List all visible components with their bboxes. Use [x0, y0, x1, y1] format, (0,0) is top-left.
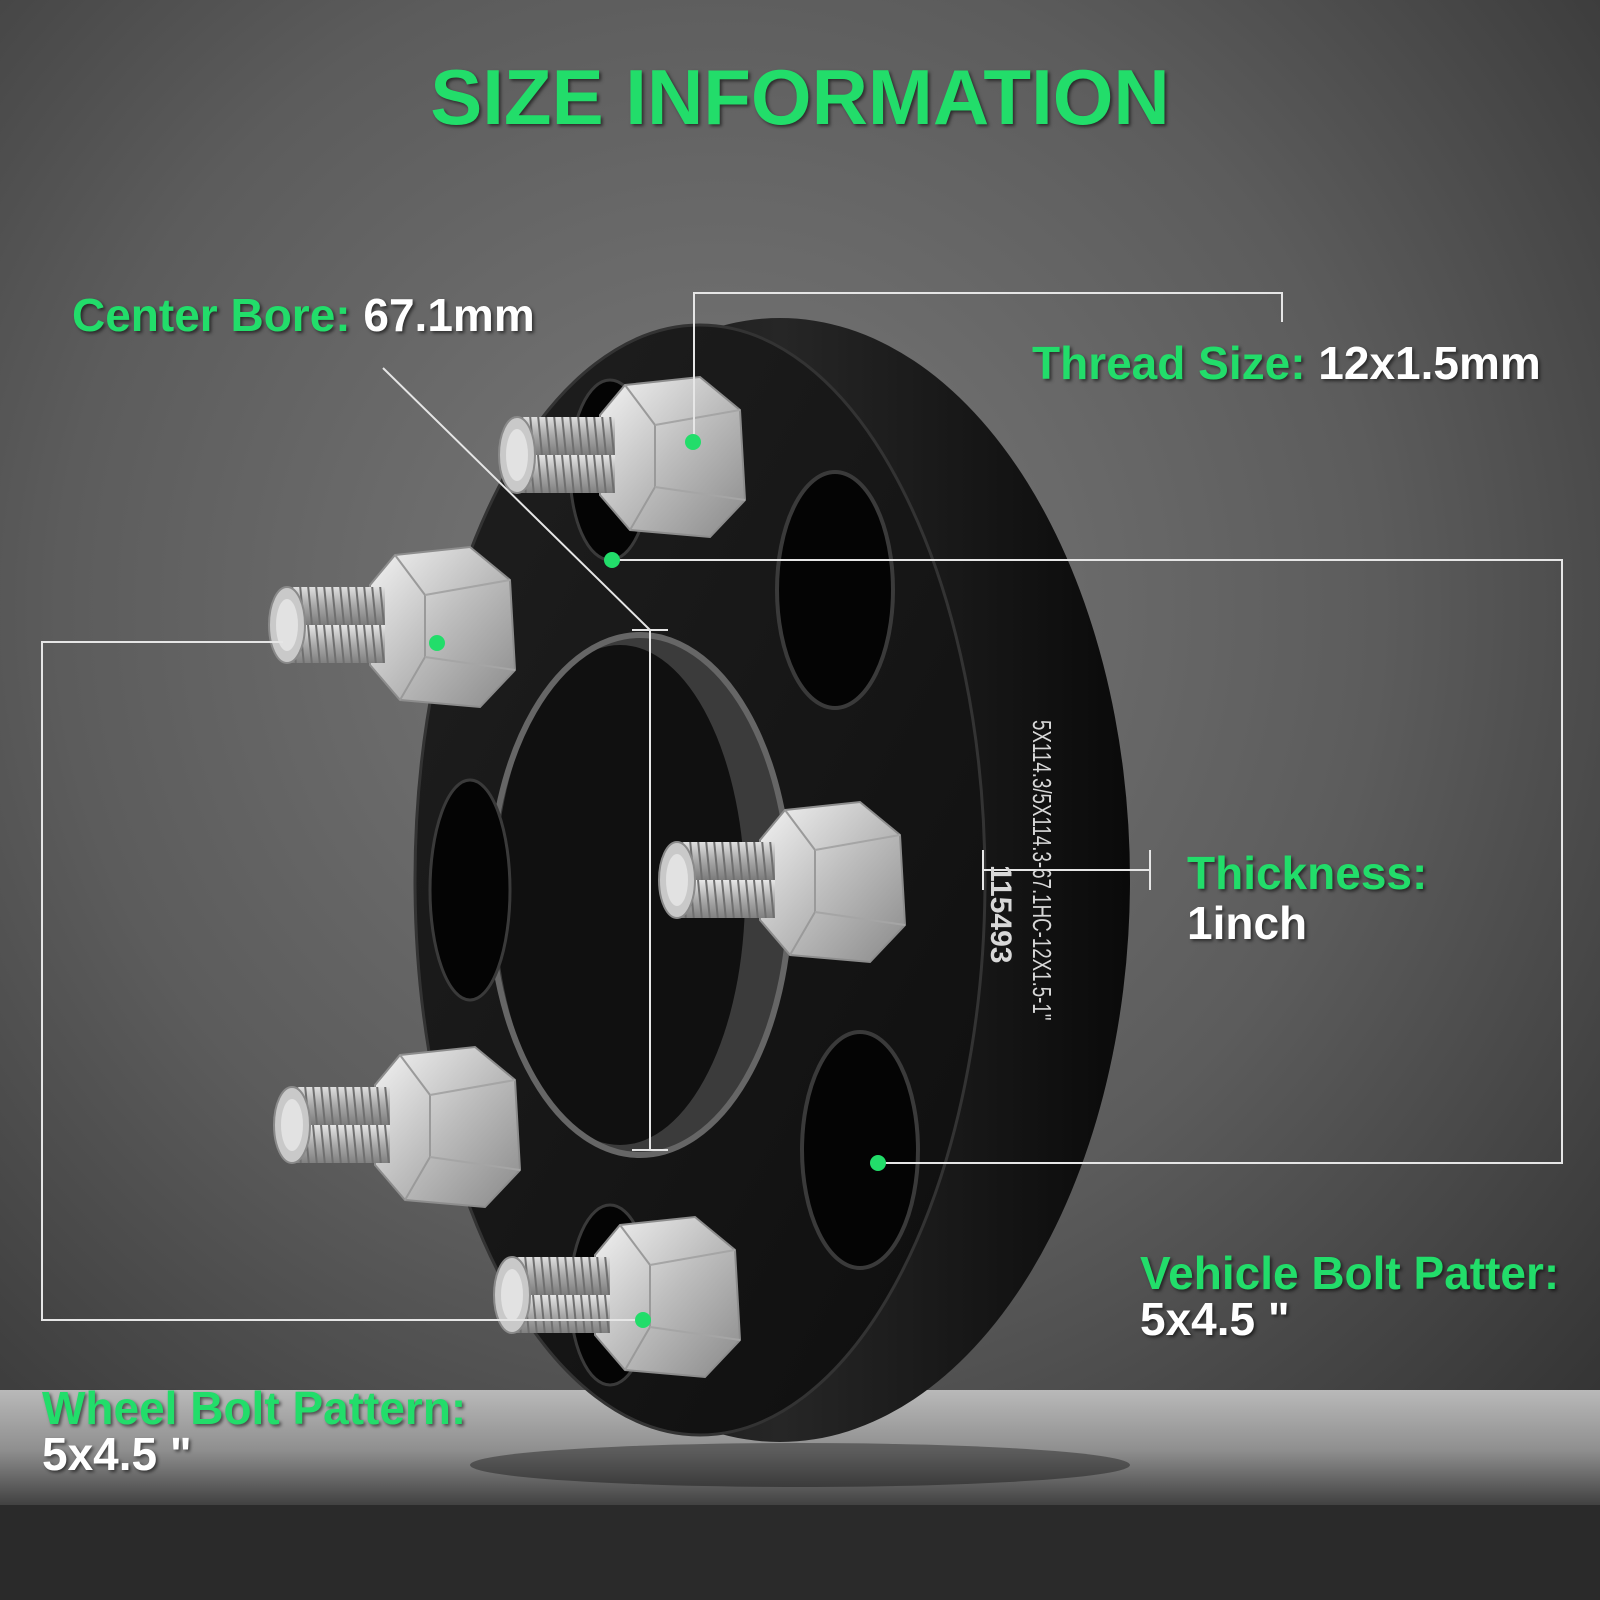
page-title: SIZE INFORMATION	[430, 53, 1170, 141]
wheel-bolt-pattern-value: 5x4.5 "	[42, 1428, 192, 1480]
vehicle-bolt-pattern-value: 5x4.5 "	[1140, 1293, 1290, 1345]
vehicle-bolt-pattern-label: Vehicle Bolt Patter:	[1140, 1247, 1560, 1299]
thickness-label: Thickness:	[1187, 847, 1428, 899]
thread-size-spec: Thread Size: 12x1.5mm	[1032, 340, 1541, 386]
spacer-serial-engraving: 115493	[984, 865, 1017, 964]
center-bore-value: 67.1mm	[363, 289, 535, 341]
thread-size-value: 12x1.5mm	[1318, 337, 1541, 389]
spacer-spec-engraving: 5X114.3/5X114.3-67.1HC-12X1.5-1"	[1027, 720, 1057, 1021]
center-bore-label: Center Bore:	[72, 289, 351, 341]
thickness-value: 1inch	[1187, 897, 1308, 949]
thread-size-label: Thread Size:	[1032, 337, 1306, 389]
wheel-bolt-pattern-label: Wheel Bolt Pattern:	[42, 1382, 467, 1434]
center-bore-spec: Center Bore: 67.1mm	[72, 292, 535, 338]
